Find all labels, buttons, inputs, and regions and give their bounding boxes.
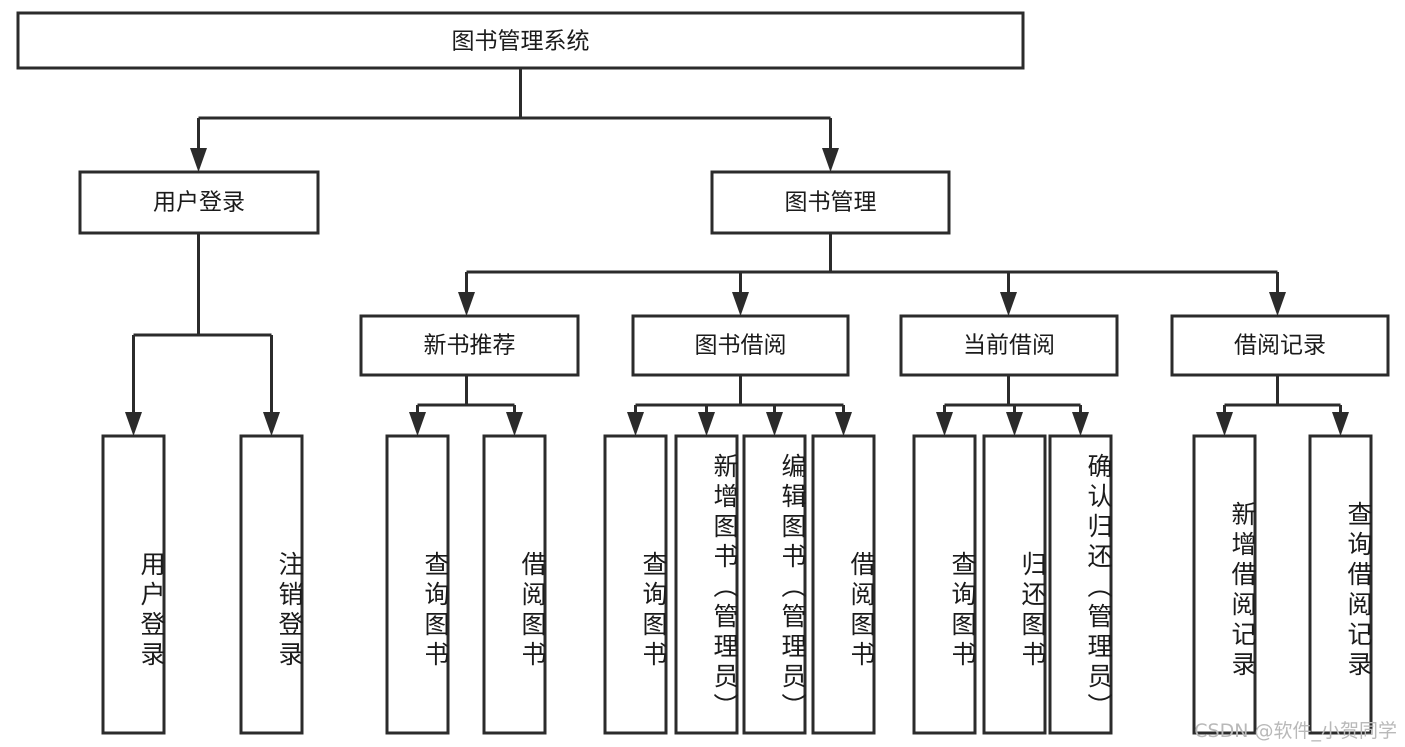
arrowhead-book-borrow [732, 292, 749, 316]
node-leaf-query-book-3-box[interactable] [912, 434, 977, 735]
node-leaf-return-book-box[interactable] [982, 434, 1047, 735]
node-leaf-query-book-1-box[interactable] [385, 434, 450, 735]
node-leaf-user-login-box[interactable] [101, 434, 166, 735]
node-current-borrow-label: 当前借阅 [963, 333, 1055, 359]
node-book-borrow-box[interactable] [631, 314, 850, 377]
node-book-management-box[interactable] [710, 170, 951, 235]
node-new-book-recommend-box[interactable] [359, 314, 580, 377]
arrowhead-current-borrow [1000, 292, 1017, 316]
node-leaf-add-record-box[interactable] [1192, 434, 1257, 735]
node-book-borrow-label: 图书借阅 [695, 333, 787, 359]
arrowhead-book-management [822, 148, 839, 172]
node-leaf-query-book-2-box[interactable] [603, 434, 668, 735]
arrowhead-leaf-query-book-3 [936, 412, 953, 436]
node-new-book-recommend-label: 新书推荐 [424, 333, 516, 359]
node-leaf-edit-book-box[interactable] [742, 434, 807, 735]
arrowhead-leaf-logout-login [263, 412, 280, 436]
arrowhead-borrow-record [1269, 292, 1286, 316]
arrowhead-leaf-borrow-book-1 [506, 412, 523, 436]
arrowhead-leaf-edit-book [766, 412, 783, 436]
arrowhead-leaf-add-book [698, 412, 715, 436]
node-leaf-borrow-book-2-box[interactable] [811, 434, 876, 735]
watermark-text: CSDN @软件_小贺同学 [1194, 720, 1397, 742]
node-root-box[interactable] [16, 11, 1025, 70]
node-leaf-borrow-book-1-box[interactable] [482, 434, 547, 735]
arrowhead-leaf-return-book [1006, 412, 1023, 436]
arrowhead-leaf-query-book-1 [409, 412, 426, 436]
node-user-login-label: 用户登录 [153, 190, 245, 216]
arrowhead-leaf-add-record [1216, 412, 1233, 436]
node-borrow-record-box[interactable] [1170, 314, 1390, 377]
node-leaf-logout-login-box[interactable] [239, 434, 304, 735]
arrowhead-leaf-query-book-2 [627, 412, 644, 436]
arrowhead-leaf-query-record [1332, 412, 1349, 436]
node-book-management-label: 图书管理 [785, 190, 877, 216]
node-leaf-confirm-return-box[interactable] [1048, 434, 1113, 735]
node-borrow-record-label: 借阅记录 [1234, 333, 1326, 359]
node-leaf-add-book-box[interactable] [674, 434, 739, 735]
node-current-borrow-box[interactable] [899, 314, 1119, 377]
arrowhead-leaf-borrow-book-2 [835, 412, 852, 436]
arrowhead-leaf-confirm-return [1072, 412, 1089, 436]
node-user-login-box[interactable] [78, 170, 320, 235]
node-root-label: 图书管理系统 [452, 29, 590, 55]
arrowhead-user-login [190, 148, 207, 172]
arrowhead-new-book-recommend [458, 292, 475, 316]
node-leaf-query-record-box[interactable] [1308, 434, 1373, 735]
arrowhead-leaf-user-login [125, 412, 142, 436]
